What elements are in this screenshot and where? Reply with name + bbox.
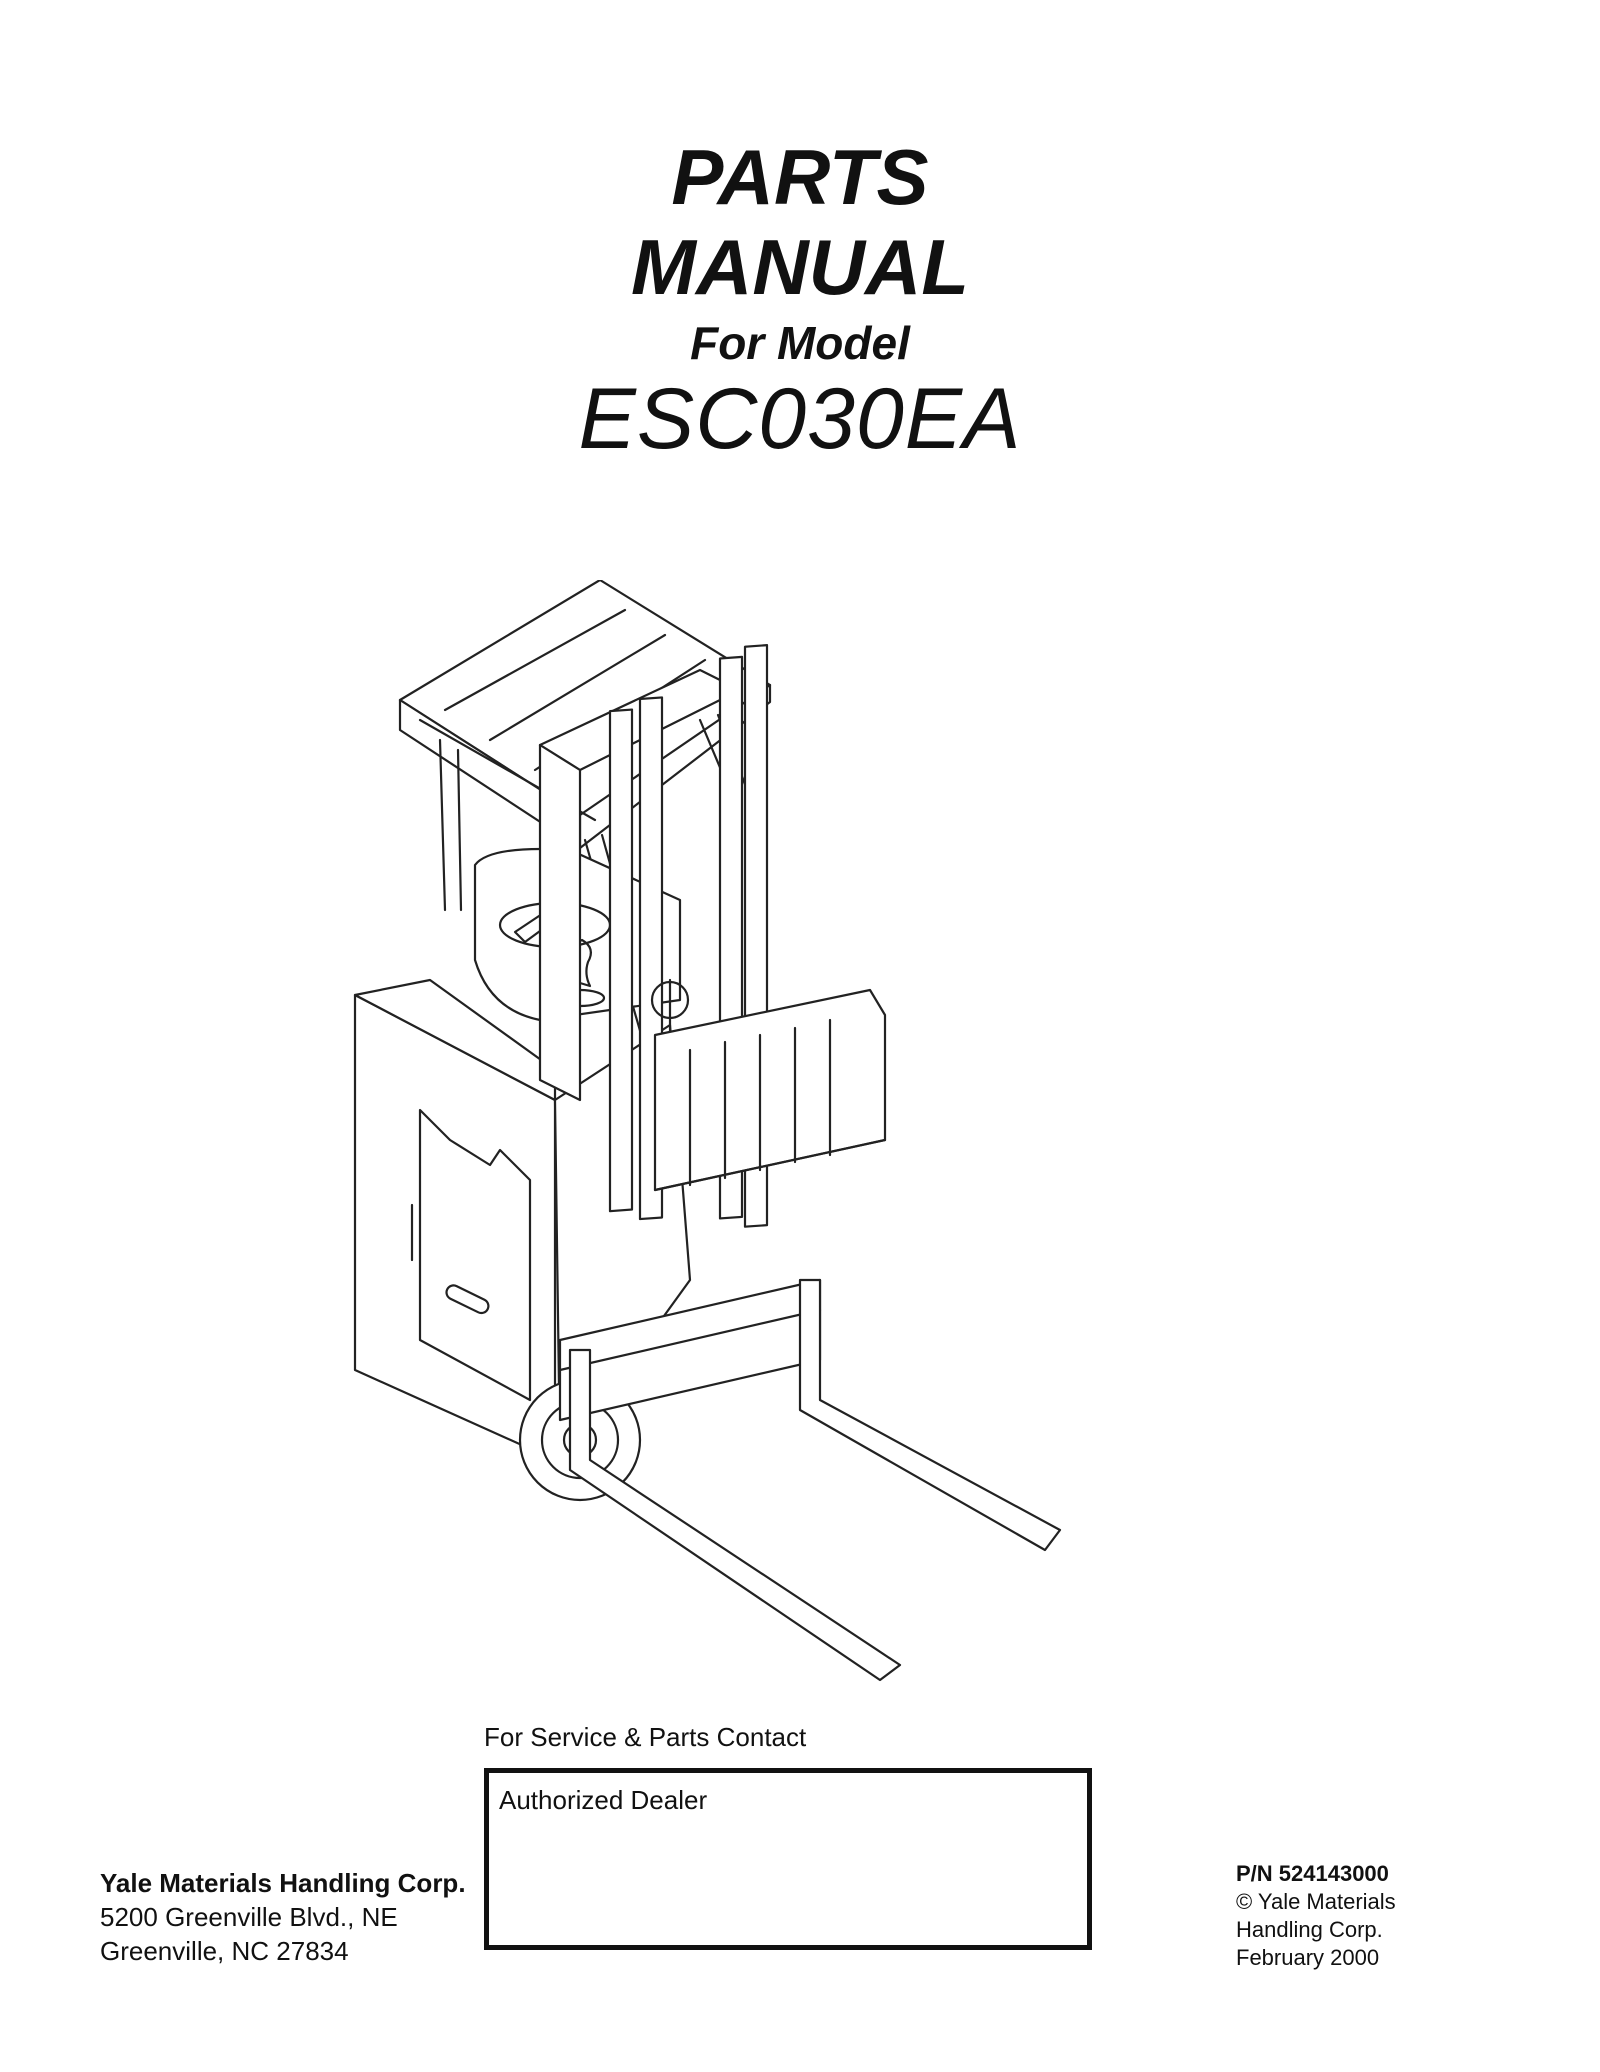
title-line-manual: MANUAL (631, 223, 969, 311)
company-address-line1: 5200 Greenville Blvd., NE (100, 1902, 398, 1932)
model-number: ESC030EA (578, 371, 1022, 467)
copyright-line2: Handling Corp. (1236, 1917, 1383, 1942)
publication-info-block: P/N 524143000 © Yale Materials Handling … (1236, 1860, 1396, 1972)
forklift-illustration (353, 580, 1062, 1682)
service-contact-label: For Service & Parts Contact (484, 1722, 807, 1752)
authorized-dealer-box: Authorized Dealer (484, 1768, 1092, 1950)
part-number: P/N 524143000 (1236, 1861, 1389, 1886)
company-name: Yale Materials Handling Corp. (100, 1868, 466, 1898)
title-line-parts: PARTS (671, 133, 929, 221)
company-address-line2: Greenville, NC 27834 (100, 1936, 349, 1966)
title-line-for-model: For Model (690, 317, 910, 369)
publication-date: February 2000 (1236, 1945, 1380, 1970)
company-address-block: Yale Materials Handling Corp. 5200 Green… (100, 1866, 466, 1968)
authorized-dealer-label: Authorized Dealer (499, 1785, 708, 1815)
copyright-line1: © Yale Materials (1236, 1889, 1396, 1914)
